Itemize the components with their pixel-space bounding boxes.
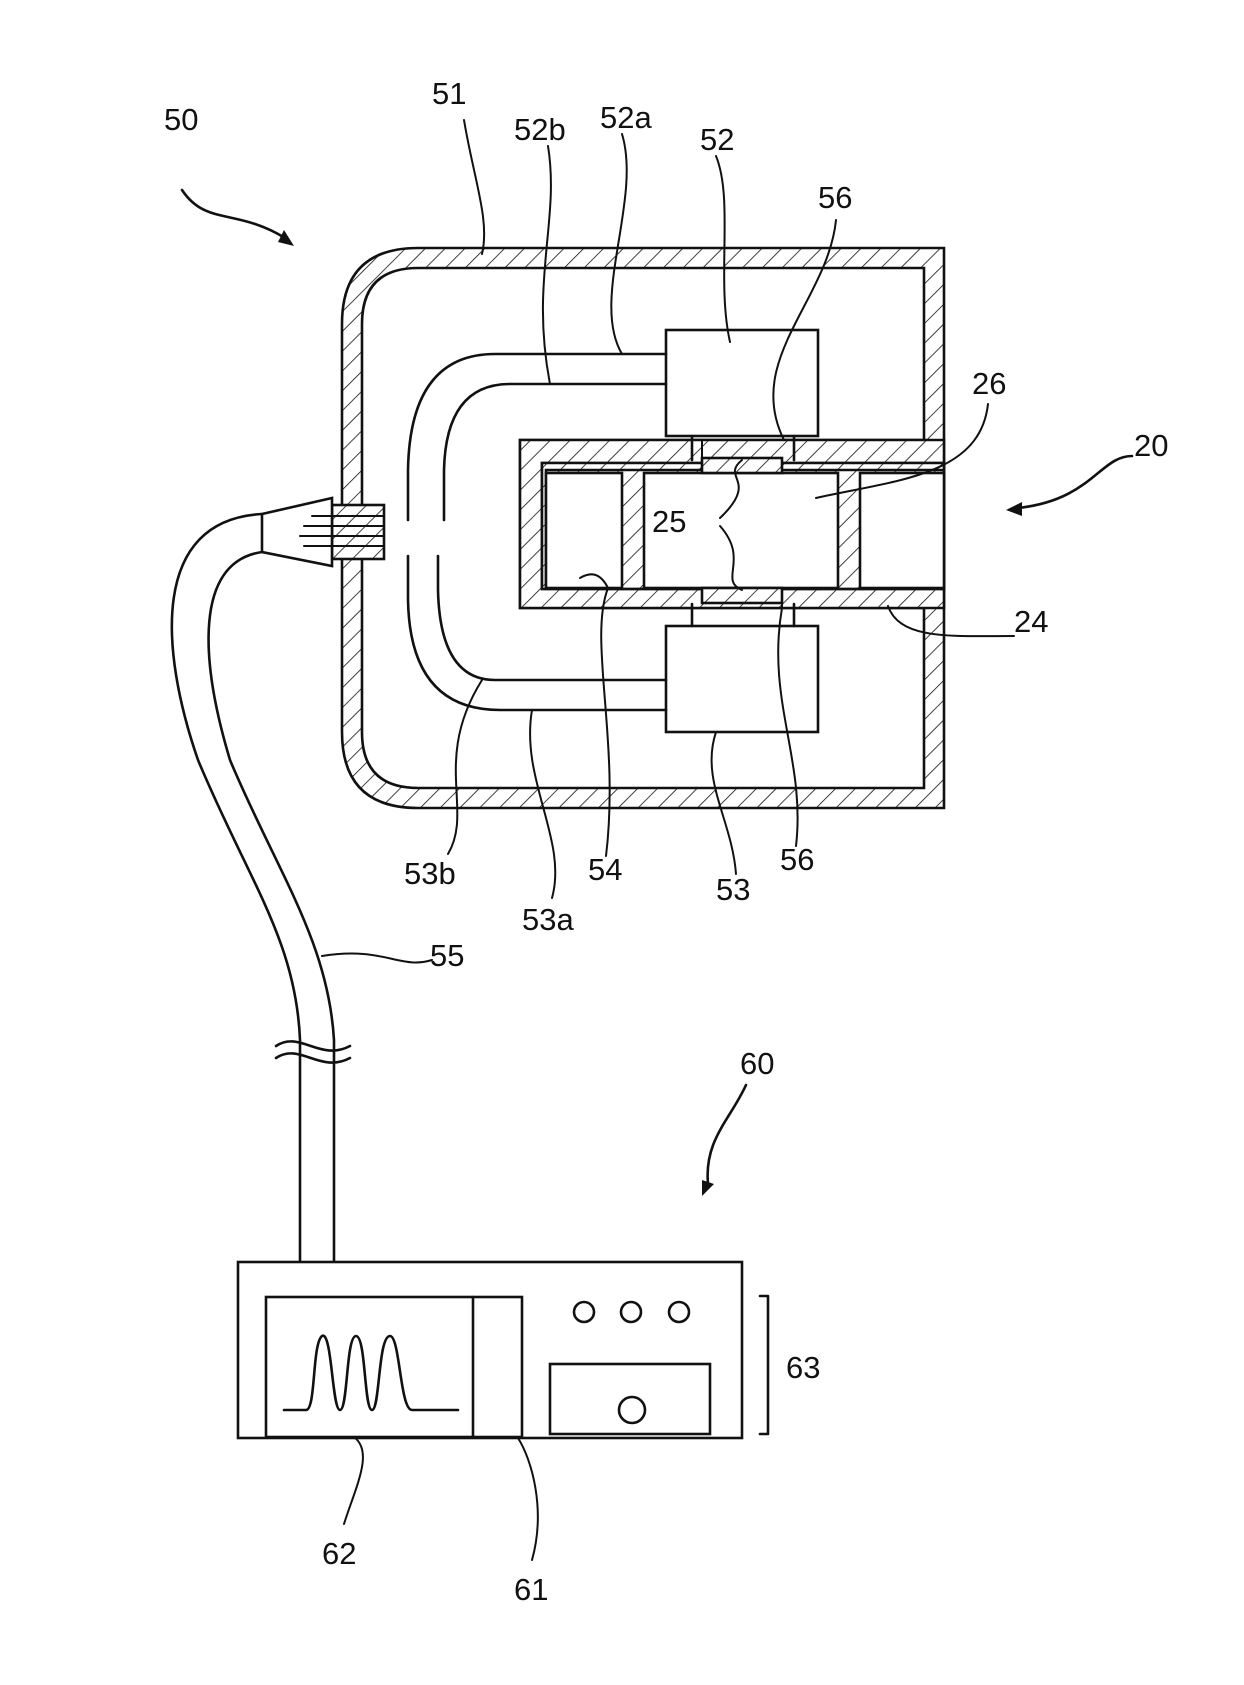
label-50: 50 (164, 102, 198, 137)
leader-62 (344, 1437, 363, 1524)
label-53b: 53b (404, 856, 456, 891)
label-25: 25 (652, 504, 686, 539)
brace-63 (760, 1296, 768, 1434)
label-62: 62 (322, 1536, 356, 1571)
arrow-20 (1006, 456, 1132, 516)
label-55: 55 (430, 938, 464, 973)
leader-54 (580, 574, 610, 856)
left-cavity (546, 473, 622, 588)
control-knob-1 (574, 1302, 594, 1322)
leader-24 (888, 606, 1014, 636)
cable-55-outer (172, 514, 300, 1262)
label-54: 54 (588, 852, 622, 887)
arrow-50 (182, 190, 294, 246)
control-dial (619, 1397, 645, 1423)
label-56-top: 56 (818, 180, 852, 215)
label-56-bottom: 56 (780, 842, 814, 877)
label-52b: 52b (514, 112, 566, 147)
label-52a: 52a (600, 100, 652, 135)
transducer-53 (666, 626, 818, 732)
leader-55 (322, 954, 432, 963)
label-51: 51 (432, 76, 466, 111)
leader-61 (518, 1438, 538, 1560)
cable-break-lower (276, 1053, 350, 1062)
leader-51 (464, 120, 484, 254)
label-20: 20 (1134, 428, 1168, 463)
control-knob-3 (669, 1302, 689, 1322)
display-62 (266, 1297, 522, 1437)
label-53a: 53a (522, 902, 574, 937)
cable-break-upper (276, 1041, 350, 1050)
label-53: 53 (716, 872, 750, 907)
label-24: 24 (1014, 604, 1048, 639)
right-cavity (860, 473, 944, 588)
cable-55-inner (209, 552, 334, 1262)
control-knob-2 (621, 1302, 641, 1322)
label-52: 52 (700, 122, 734, 157)
label-26: 26 (972, 366, 1006, 401)
transducer-52 (666, 330, 818, 436)
connector-socket (332, 505, 384, 559)
label-63: 63 (786, 1350, 820, 1385)
connector-plug (262, 498, 332, 566)
arrow-60 (702, 1085, 746, 1196)
label-60: 60 (740, 1046, 774, 1081)
leader-52a (611, 134, 626, 354)
label-61: 61 (514, 1572, 548, 1607)
